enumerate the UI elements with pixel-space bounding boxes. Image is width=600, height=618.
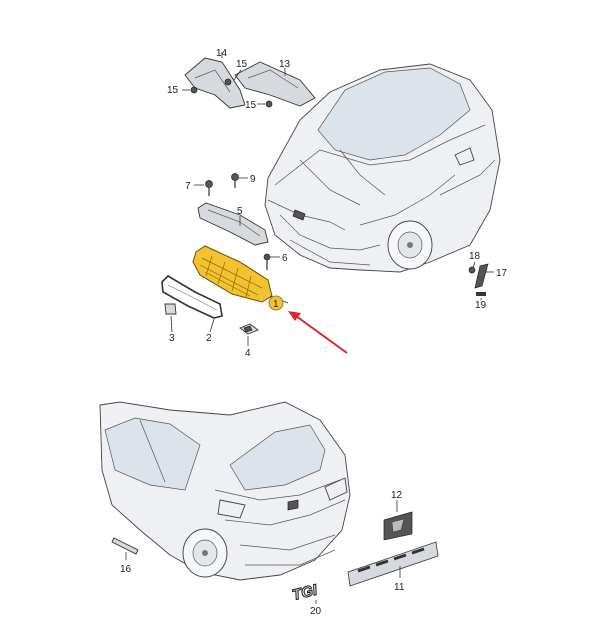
callout-9: 9 bbox=[250, 174, 256, 185]
callout-15-left: 15 bbox=[167, 85, 179, 96]
part-20-tgi-badge: TGI bbox=[290, 581, 319, 604]
callout-15-top: 15 bbox=[236, 59, 248, 70]
part-4-bracket bbox=[239, 323, 259, 335]
callout-1: 1 bbox=[273, 299, 279, 310]
callout-16: 16 bbox=[120, 564, 132, 575]
callout-3: 3 bbox=[169, 333, 175, 344]
part-9-bolt bbox=[231, 173, 239, 188]
part-15-clips bbox=[190, 78, 273, 108]
pointer-arrow bbox=[288, 311, 348, 354]
part-7-bolt bbox=[205, 180, 213, 196]
part-5-upper-support bbox=[197, 202, 269, 246]
callout-13: 13 bbox=[279, 59, 291, 70]
part-2-grille-frame bbox=[161, 274, 223, 319]
callout-7: 7 bbox=[185, 181, 191, 192]
part-11-lettering bbox=[347, 541, 439, 587]
callout-15-bottom: 15 bbox=[245, 100, 257, 111]
part-1-grille-highlighted bbox=[192, 245, 273, 303]
leader-lines bbox=[125, 52, 494, 604]
part-12-rear-emblem bbox=[383, 511, 413, 541]
part-16-side-trim bbox=[111, 537, 139, 555]
callout-5: 5 bbox=[237, 206, 243, 217]
front-car-illustration bbox=[264, 63, 501, 273]
callout-6: 6 bbox=[282, 253, 288, 264]
callout-14: 14 bbox=[216, 48, 228, 59]
part-3-clip bbox=[164, 303, 177, 315]
part-13-cowl-right bbox=[234, 61, 316, 107]
callout-1-marker bbox=[268, 295, 284, 311]
callout-18: 18 bbox=[469, 251, 481, 262]
part-14-cowl-left bbox=[184, 57, 246, 109]
callout-12: 12 bbox=[391, 490, 403, 501]
callout-19: 19 bbox=[475, 300, 487, 311]
part-19-bar bbox=[476, 292, 486, 296]
callout-20: 20 bbox=[310, 606, 322, 617]
callout-17: 17 bbox=[496, 268, 508, 279]
part-18-clip bbox=[468, 266, 476, 274]
callout-4: 4 bbox=[245, 348, 251, 359]
callout-labels: 1 2 3 4 5 6 7 9 11 12 13 14 15 15 15 16 … bbox=[120, 48, 508, 617]
part-6-screw bbox=[263, 253, 271, 270]
part-17-trim bbox=[474, 263, 489, 289]
callout-2: 2 bbox=[206, 333, 212, 344]
callout-11: 11 bbox=[394, 582, 405, 593]
rear-car-illustration bbox=[99, 401, 351, 581]
